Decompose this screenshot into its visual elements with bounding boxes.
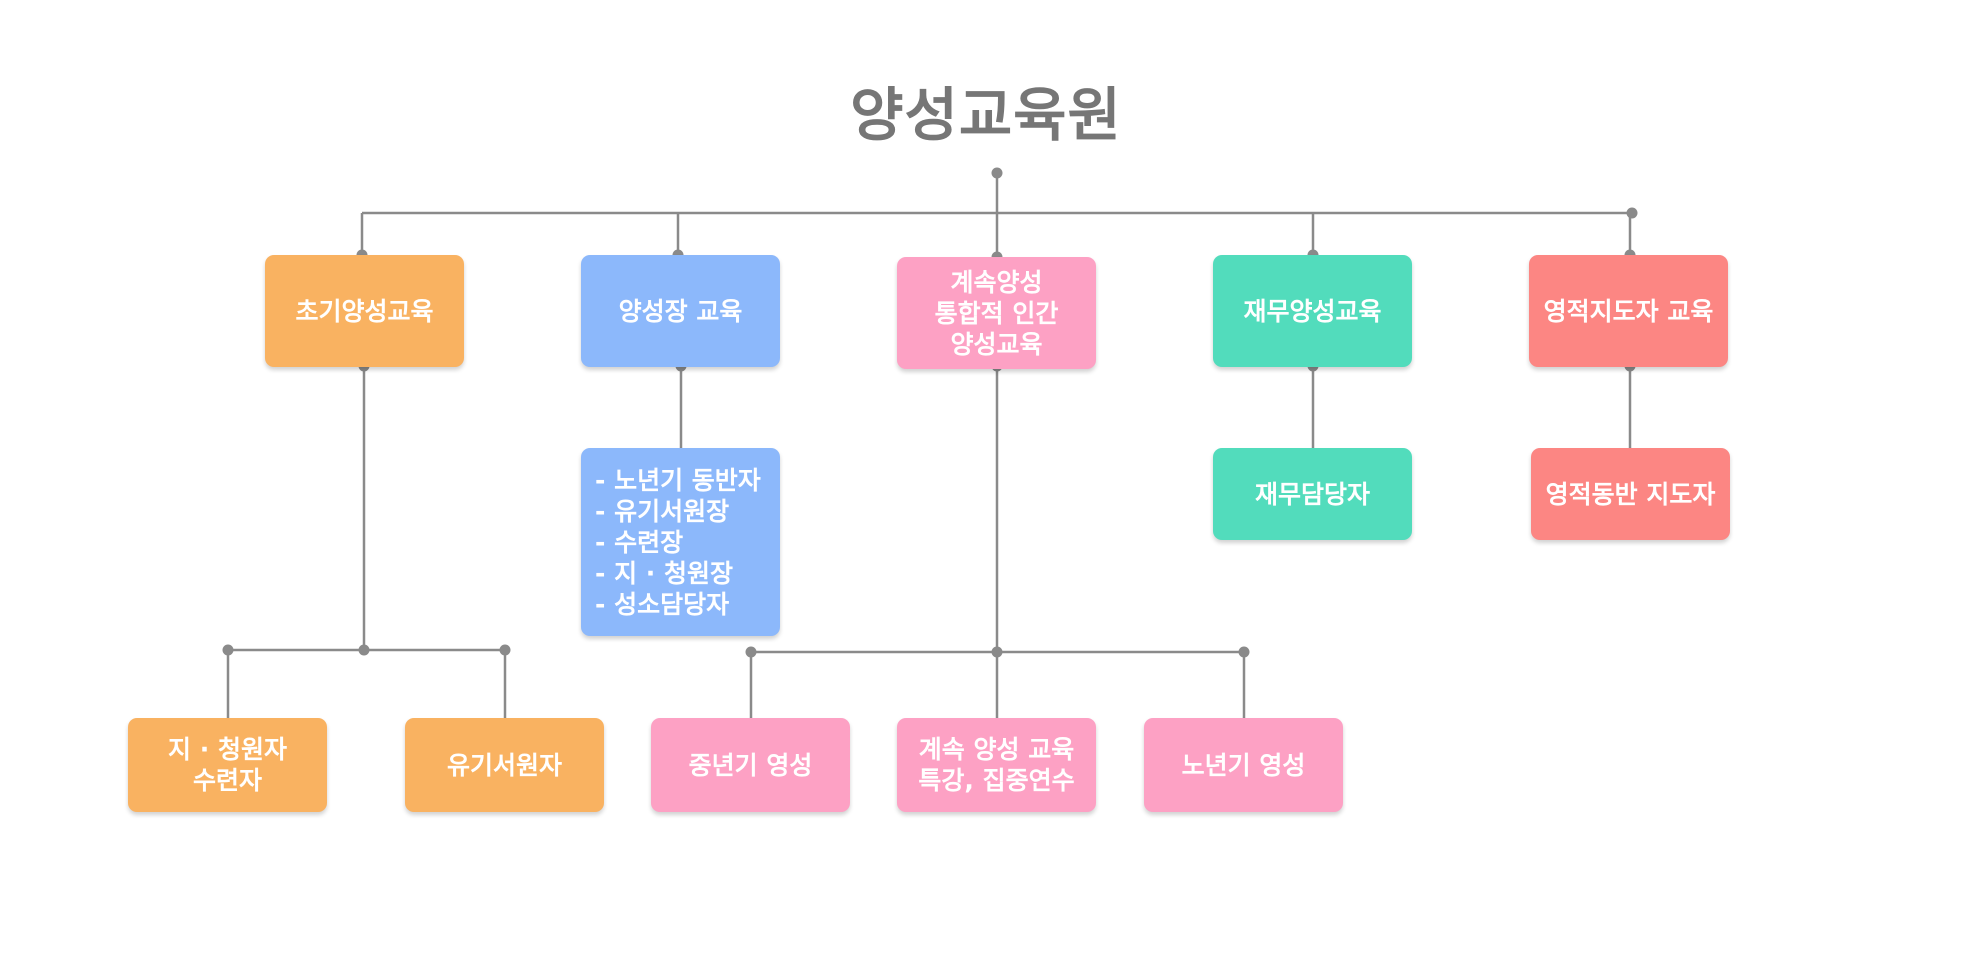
- node-ongoing-formation: 계속양성 통합적 인간 양성교육: [897, 257, 1096, 369]
- diagram-title: 양성교육원: [850, 81, 1122, 149]
- node-midlife-spirituality: 중년기 영성: [651, 718, 850, 812]
- node-spiritual-director-training: 영적지도자 교육: [1529, 255, 1728, 367]
- node-formator-roles-list: - 노년기 동반자 - 유기서원장 - 수련장 - 지 · 청원장 - 성소담당…: [581, 448, 780, 636]
- node-spiritual-companion: 영적동반 지도자: [1531, 448, 1730, 540]
- node-aspirant-novice: 지 · 청원자 수련자: [128, 718, 327, 812]
- node-initial-training: 초기양성교육: [265, 255, 464, 367]
- node-ongoing-lectures: 계속 양성 교육 특강, 집중연수: [897, 718, 1096, 812]
- node-finance-officer: 재무담당자: [1213, 448, 1412, 540]
- node-elderly-spirituality: 노년기 영성: [1144, 718, 1343, 812]
- node-finance-training: 재무양성교육: [1213, 255, 1412, 367]
- node-temporary-professed: 유기서원자: [405, 718, 604, 812]
- node-formator-training: 양성장 교육: [581, 255, 780, 367]
